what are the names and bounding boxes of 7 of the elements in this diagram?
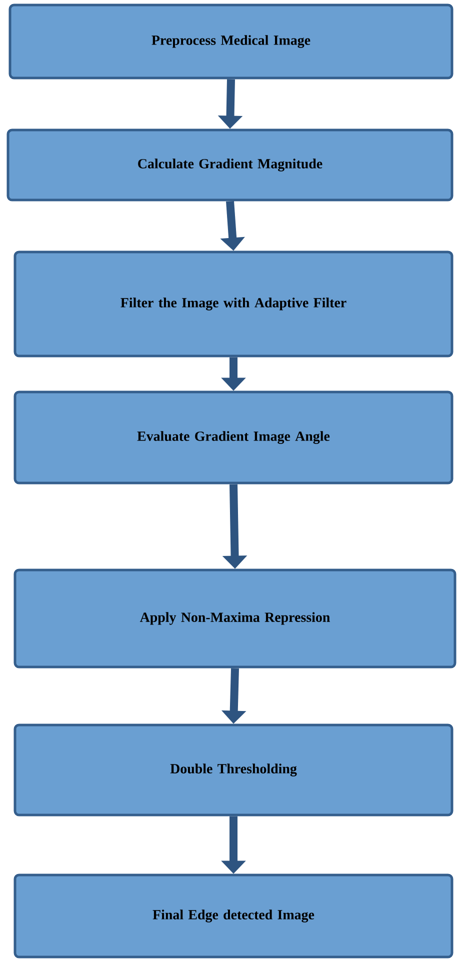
process-box: Apply Non-Maxima Repression [14, 568, 456, 668]
process-box: Preprocess Medical Image [8, 4, 454, 80]
process-box: Final Edge detected Image [14, 874, 454, 958]
process-box: Calculate Gradient Magnitude [6, 128, 454, 202]
process-box: Double Thresholding [14, 724, 454, 816]
process-box: Evaluate Gradient Image Angle [14, 390, 454, 484]
process-box: Filter the Image with Adaptive Filter [14, 250, 454, 358]
